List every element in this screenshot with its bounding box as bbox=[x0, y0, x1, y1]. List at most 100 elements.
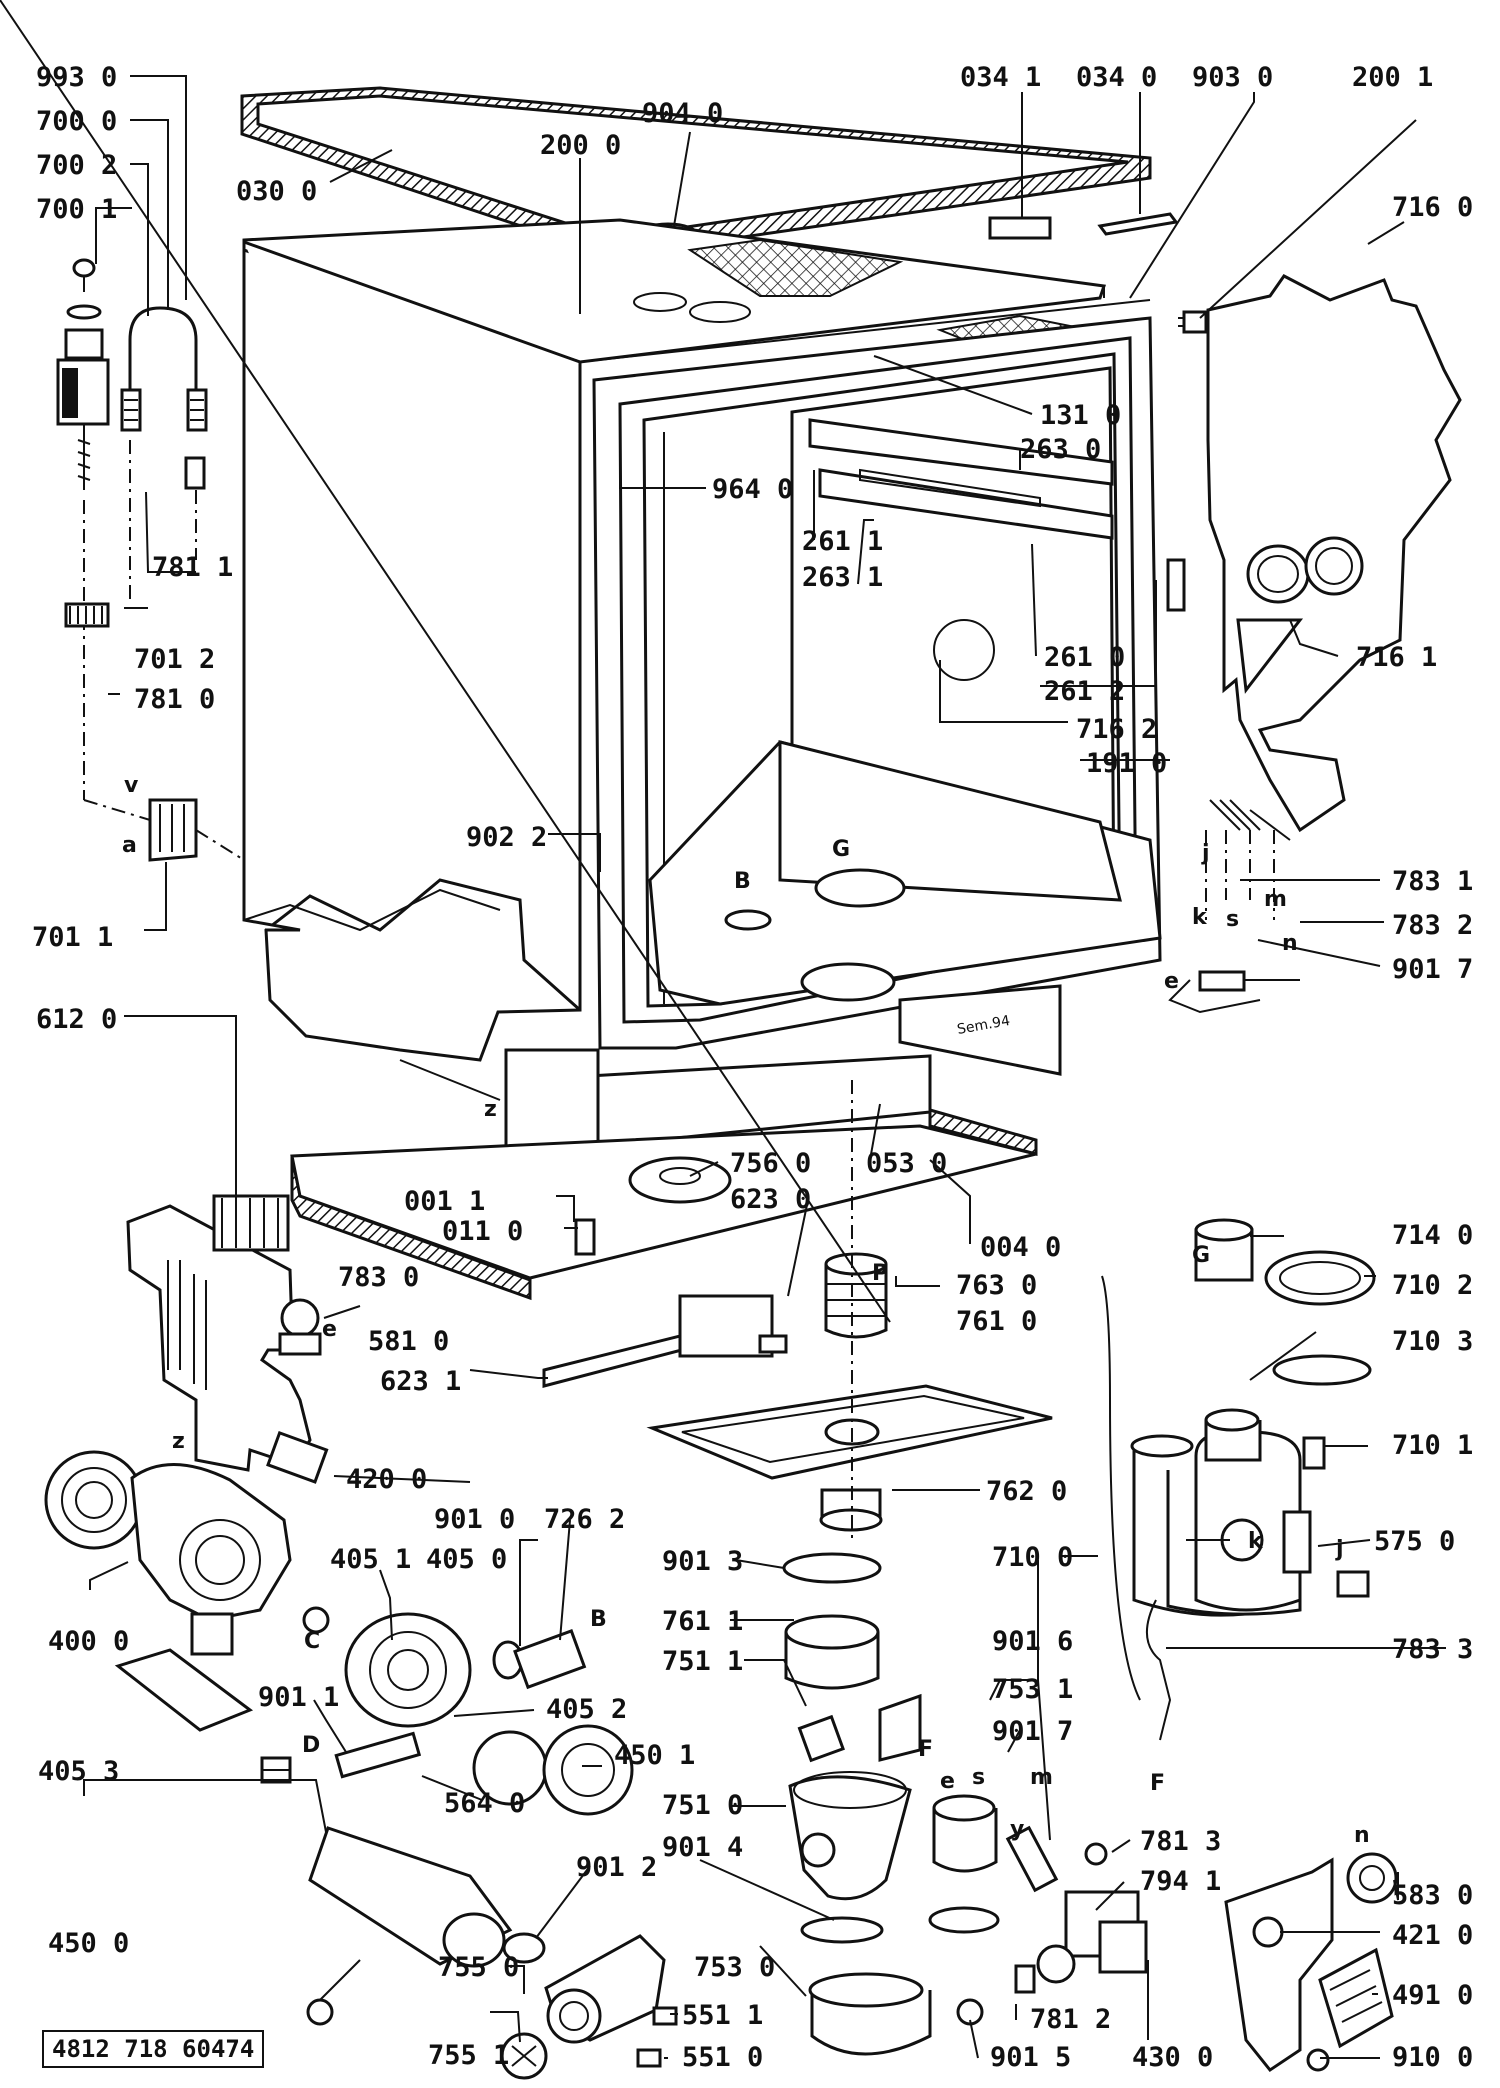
label-762-0: 762 0 bbox=[986, 1476, 1067, 1507]
label-053-0: 053 0 bbox=[866, 1148, 947, 1179]
sump-assembly bbox=[636, 1552, 1148, 2068]
label-753-0: 753 0 bbox=[694, 1952, 775, 1983]
label-430-0: 430 0 bbox=[1132, 2042, 1213, 2073]
label-716-2: 716 2 bbox=[1076, 714, 1157, 745]
pressure-switch-plate bbox=[1224, 1852, 1398, 2073]
label-623-1: 623 1 bbox=[380, 1366, 461, 1397]
label-901-5: 901 5 bbox=[990, 2042, 1071, 2073]
letter-j-2: j bbox=[1335, 1537, 1344, 1562]
label-034-0: 034 0 bbox=[1076, 62, 1157, 93]
label-612-0: 612 0 bbox=[36, 1004, 117, 1035]
label-726-2: 726 2 bbox=[544, 1504, 625, 1535]
letter-G-1: G bbox=[832, 837, 850, 862]
label-564-0: 564 0 bbox=[444, 1788, 525, 1819]
letter-e-1: e bbox=[1164, 969, 1179, 994]
label-200-1: 200 1 bbox=[1352, 62, 1433, 93]
label-131-0: 131 0 bbox=[1040, 400, 1121, 431]
letter-G-2: G bbox=[1192, 1243, 1210, 1268]
letter-n-1: n bbox=[1282, 931, 1298, 956]
label-710-2: 710 2 bbox=[1392, 1270, 1473, 1301]
letter-C: C bbox=[304, 1629, 320, 1654]
letter-F-1: F bbox=[1150, 1771, 1165, 1796]
label-575-0: 575 0 bbox=[1374, 1526, 1455, 1557]
label-781-0: 781 0 bbox=[134, 684, 215, 715]
control-bracket bbox=[126, 1194, 322, 1472]
label-781-2: 781 2 bbox=[1030, 2004, 1111, 2035]
label-901-4: 901 4 bbox=[662, 1832, 743, 1863]
letter-B-2: B bbox=[590, 1607, 607, 1632]
water-inlet-assembly bbox=[56, 258, 245, 862]
label-710-0: 710 0 bbox=[992, 1542, 1073, 1573]
label-751-0: 751 0 bbox=[662, 1790, 743, 1821]
label-581-0: 581 0 bbox=[368, 1326, 449, 1357]
label-901-0: 901 0 bbox=[434, 1504, 515, 1535]
letter-e-2: e bbox=[322, 1317, 337, 1342]
label-583-0: 583 0 bbox=[1392, 1880, 1473, 1911]
base-tray bbox=[290, 1108, 1038, 1301]
label-901-3: 901 3 bbox=[662, 1546, 743, 1577]
letter-F-2: F bbox=[918, 1737, 933, 1762]
connection-letters: v a z G B j k s m n e e P G z B C k j F … bbox=[122, 773, 1370, 1848]
label-783-0: 783 0 bbox=[338, 1262, 419, 1293]
label-716-0: 716 0 bbox=[1392, 192, 1473, 223]
filter-parts bbox=[542, 1080, 1053, 1540]
letter-y: y bbox=[1010, 1817, 1024, 1842]
label-761-0: 761 0 bbox=[956, 1306, 1037, 1337]
label-781-3: 781 3 bbox=[1140, 1826, 1221, 1857]
label-700-2: 700 2 bbox=[36, 150, 117, 181]
label-405-0: 405 0 bbox=[426, 1544, 507, 1575]
label-263-1: 263 1 bbox=[802, 562, 883, 593]
letter-k-1: k bbox=[1192, 905, 1208, 930]
label-261-0: 261 0 bbox=[1044, 642, 1125, 673]
label-623-0: 623 0 bbox=[730, 1184, 811, 1215]
label-901-7-a: 901 7 bbox=[1392, 954, 1473, 985]
label-491-0: 491 0 bbox=[1392, 1980, 1473, 2011]
label-755-1: 755 1 bbox=[428, 2040, 509, 2071]
label-783-1: 783 1 bbox=[1392, 866, 1473, 897]
letter-m-1: m bbox=[1264, 887, 1287, 912]
letter-v: v bbox=[124, 773, 139, 798]
label-263-0: 263 0 bbox=[1020, 434, 1101, 465]
label-450-1: 450 1 bbox=[614, 1740, 695, 1771]
label-901-1: 901 1 bbox=[258, 1682, 339, 1713]
label-420-0: 420 0 bbox=[346, 1464, 427, 1495]
label-910-0: 910 0 bbox=[1392, 2042, 1473, 2073]
letter-z-2: z bbox=[172, 1429, 185, 1454]
cabinet-body: Sem.94 bbox=[242, 218, 1162, 1152]
letter-j-1: j bbox=[1201, 841, 1210, 866]
label-701-2: 701 2 bbox=[134, 644, 215, 675]
label-710-3: 710 3 bbox=[1392, 1326, 1473, 1357]
label-753-1: 753 1 bbox=[992, 1674, 1073, 1705]
letter-z-1: z bbox=[484, 1097, 497, 1122]
label-794-1: 794 1 bbox=[1140, 1866, 1221, 1897]
label-450-0: 450 0 bbox=[48, 1928, 129, 1959]
label-761-1: 761 1 bbox=[662, 1606, 743, 1637]
part-labels: 993 0 700 0 700 2 700 1 030 0 200 0 904 … bbox=[32, 62, 1473, 2073]
letter-k-2: k bbox=[1248, 1529, 1264, 1554]
label-783-3: 783 3 bbox=[1392, 1634, 1473, 1665]
letter-s-1: s bbox=[1226, 907, 1239, 932]
letter-n-2: n bbox=[1354, 1823, 1370, 1848]
label-004-0: 004 0 bbox=[980, 1232, 1061, 1263]
label-405-3: 405 3 bbox=[38, 1756, 119, 1787]
label-701-1: 701 1 bbox=[32, 922, 113, 953]
label-751-1: 751 1 bbox=[662, 1646, 743, 1677]
label-191-0: 191 0 bbox=[1086, 748, 1167, 779]
leader-lines bbox=[0, 0, 1446, 2059]
water-softener bbox=[1101, 1218, 1376, 1741]
label-783-2: 783 2 bbox=[1392, 910, 1473, 941]
letter-e-3: e bbox=[940, 1769, 955, 1794]
label-964-0: 964 0 bbox=[712, 474, 793, 505]
label-405-1: 405 1 bbox=[330, 1544, 411, 1575]
label-993-0: 993 0 bbox=[36, 62, 117, 93]
label-421-0: 421 0 bbox=[1392, 1920, 1473, 1951]
label-781-1: 781 1 bbox=[152, 552, 233, 583]
label-700-0: 700 0 bbox=[36, 106, 117, 137]
letter-a: a bbox=[122, 833, 137, 858]
label-405-2: 405 2 bbox=[546, 1694, 627, 1725]
motor-pump bbox=[44, 1430, 666, 2080]
label-710-1: 710 1 bbox=[1392, 1430, 1473, 1461]
letter-m-2: m bbox=[1030, 1765, 1053, 1790]
label-716-1: 716 1 bbox=[1356, 642, 1437, 673]
